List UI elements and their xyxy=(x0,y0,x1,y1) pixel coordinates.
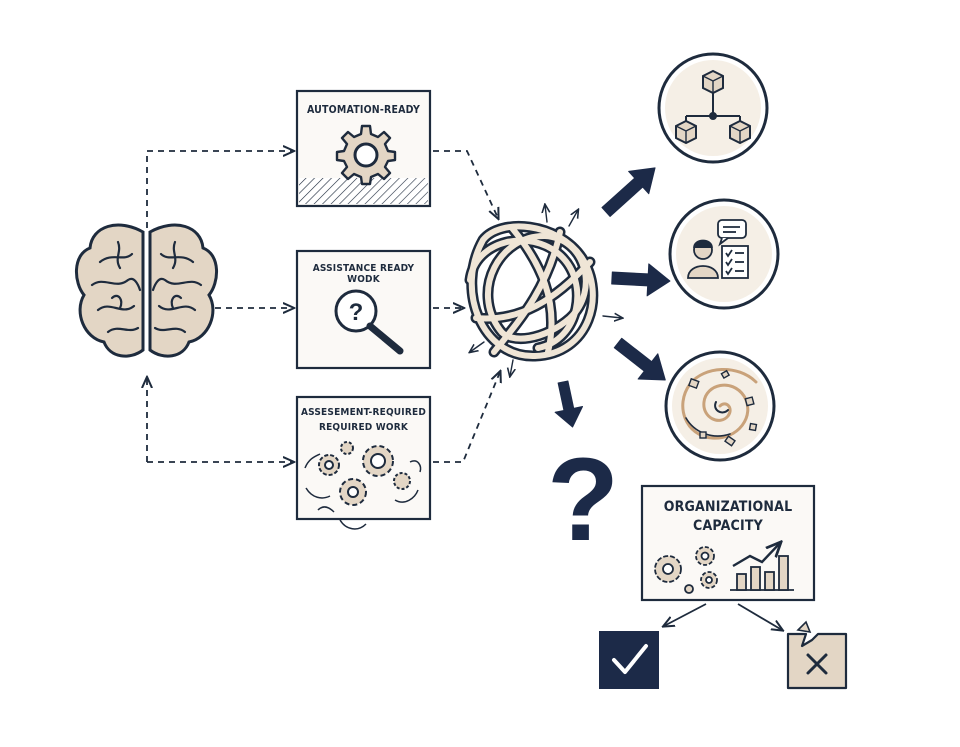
arrow-down xyxy=(554,380,584,428)
brain-connectors xyxy=(147,151,293,462)
bar-chart-icon xyxy=(730,543,794,591)
assistance-ready-label: ASSISTANCE READY WODK xyxy=(312,263,415,285)
network-cubes-circle xyxy=(657,52,769,164)
arrow-right xyxy=(611,263,671,297)
arrow-up-right xyxy=(601,167,656,217)
arrow-down-right xyxy=(613,337,666,381)
success-check-box xyxy=(599,631,659,689)
brain-icon xyxy=(75,223,218,358)
capacity-title-line2: CAPACITY xyxy=(693,518,763,534)
swirl-chaos-icon xyxy=(681,368,758,447)
knot-connectors xyxy=(433,150,500,463)
assistance-ready-box: ? xyxy=(295,249,432,370)
tangled-knot-icon xyxy=(464,205,622,376)
person-checklist-circle xyxy=(668,198,780,310)
broken-x-icon xyxy=(806,653,828,675)
network-cubes-icon xyxy=(675,69,751,145)
svg-text:?: ? xyxy=(349,299,364,326)
checkmark-icon xyxy=(612,644,648,674)
assessment-required-label-line1: ASSESEMENT-REQUIRED xyxy=(300,407,426,418)
person-checklist-icon xyxy=(687,219,749,279)
question-mark-icon: ? xyxy=(547,434,619,566)
failure-broken-box xyxy=(786,620,848,690)
automation-ready-label: AUTOMATION-READY xyxy=(306,104,420,116)
capacity-gears-icon xyxy=(654,546,718,594)
organizational-capacity-box xyxy=(640,484,816,602)
assessment-required-box xyxy=(295,395,432,530)
assessment-required-label-line2: REQUIRED WORK xyxy=(318,422,409,433)
swirl-chaos-circle xyxy=(664,350,776,462)
gears-cluster-icon xyxy=(304,441,422,530)
gear-icon xyxy=(335,124,397,186)
capacity-title-line1: ORGANIZATIONAL xyxy=(663,499,793,515)
automation-ready-box xyxy=(295,89,432,208)
outcome-connectors xyxy=(664,603,782,630)
bold-arrows xyxy=(554,167,671,428)
magnifier-icon: ? xyxy=(334,289,404,355)
